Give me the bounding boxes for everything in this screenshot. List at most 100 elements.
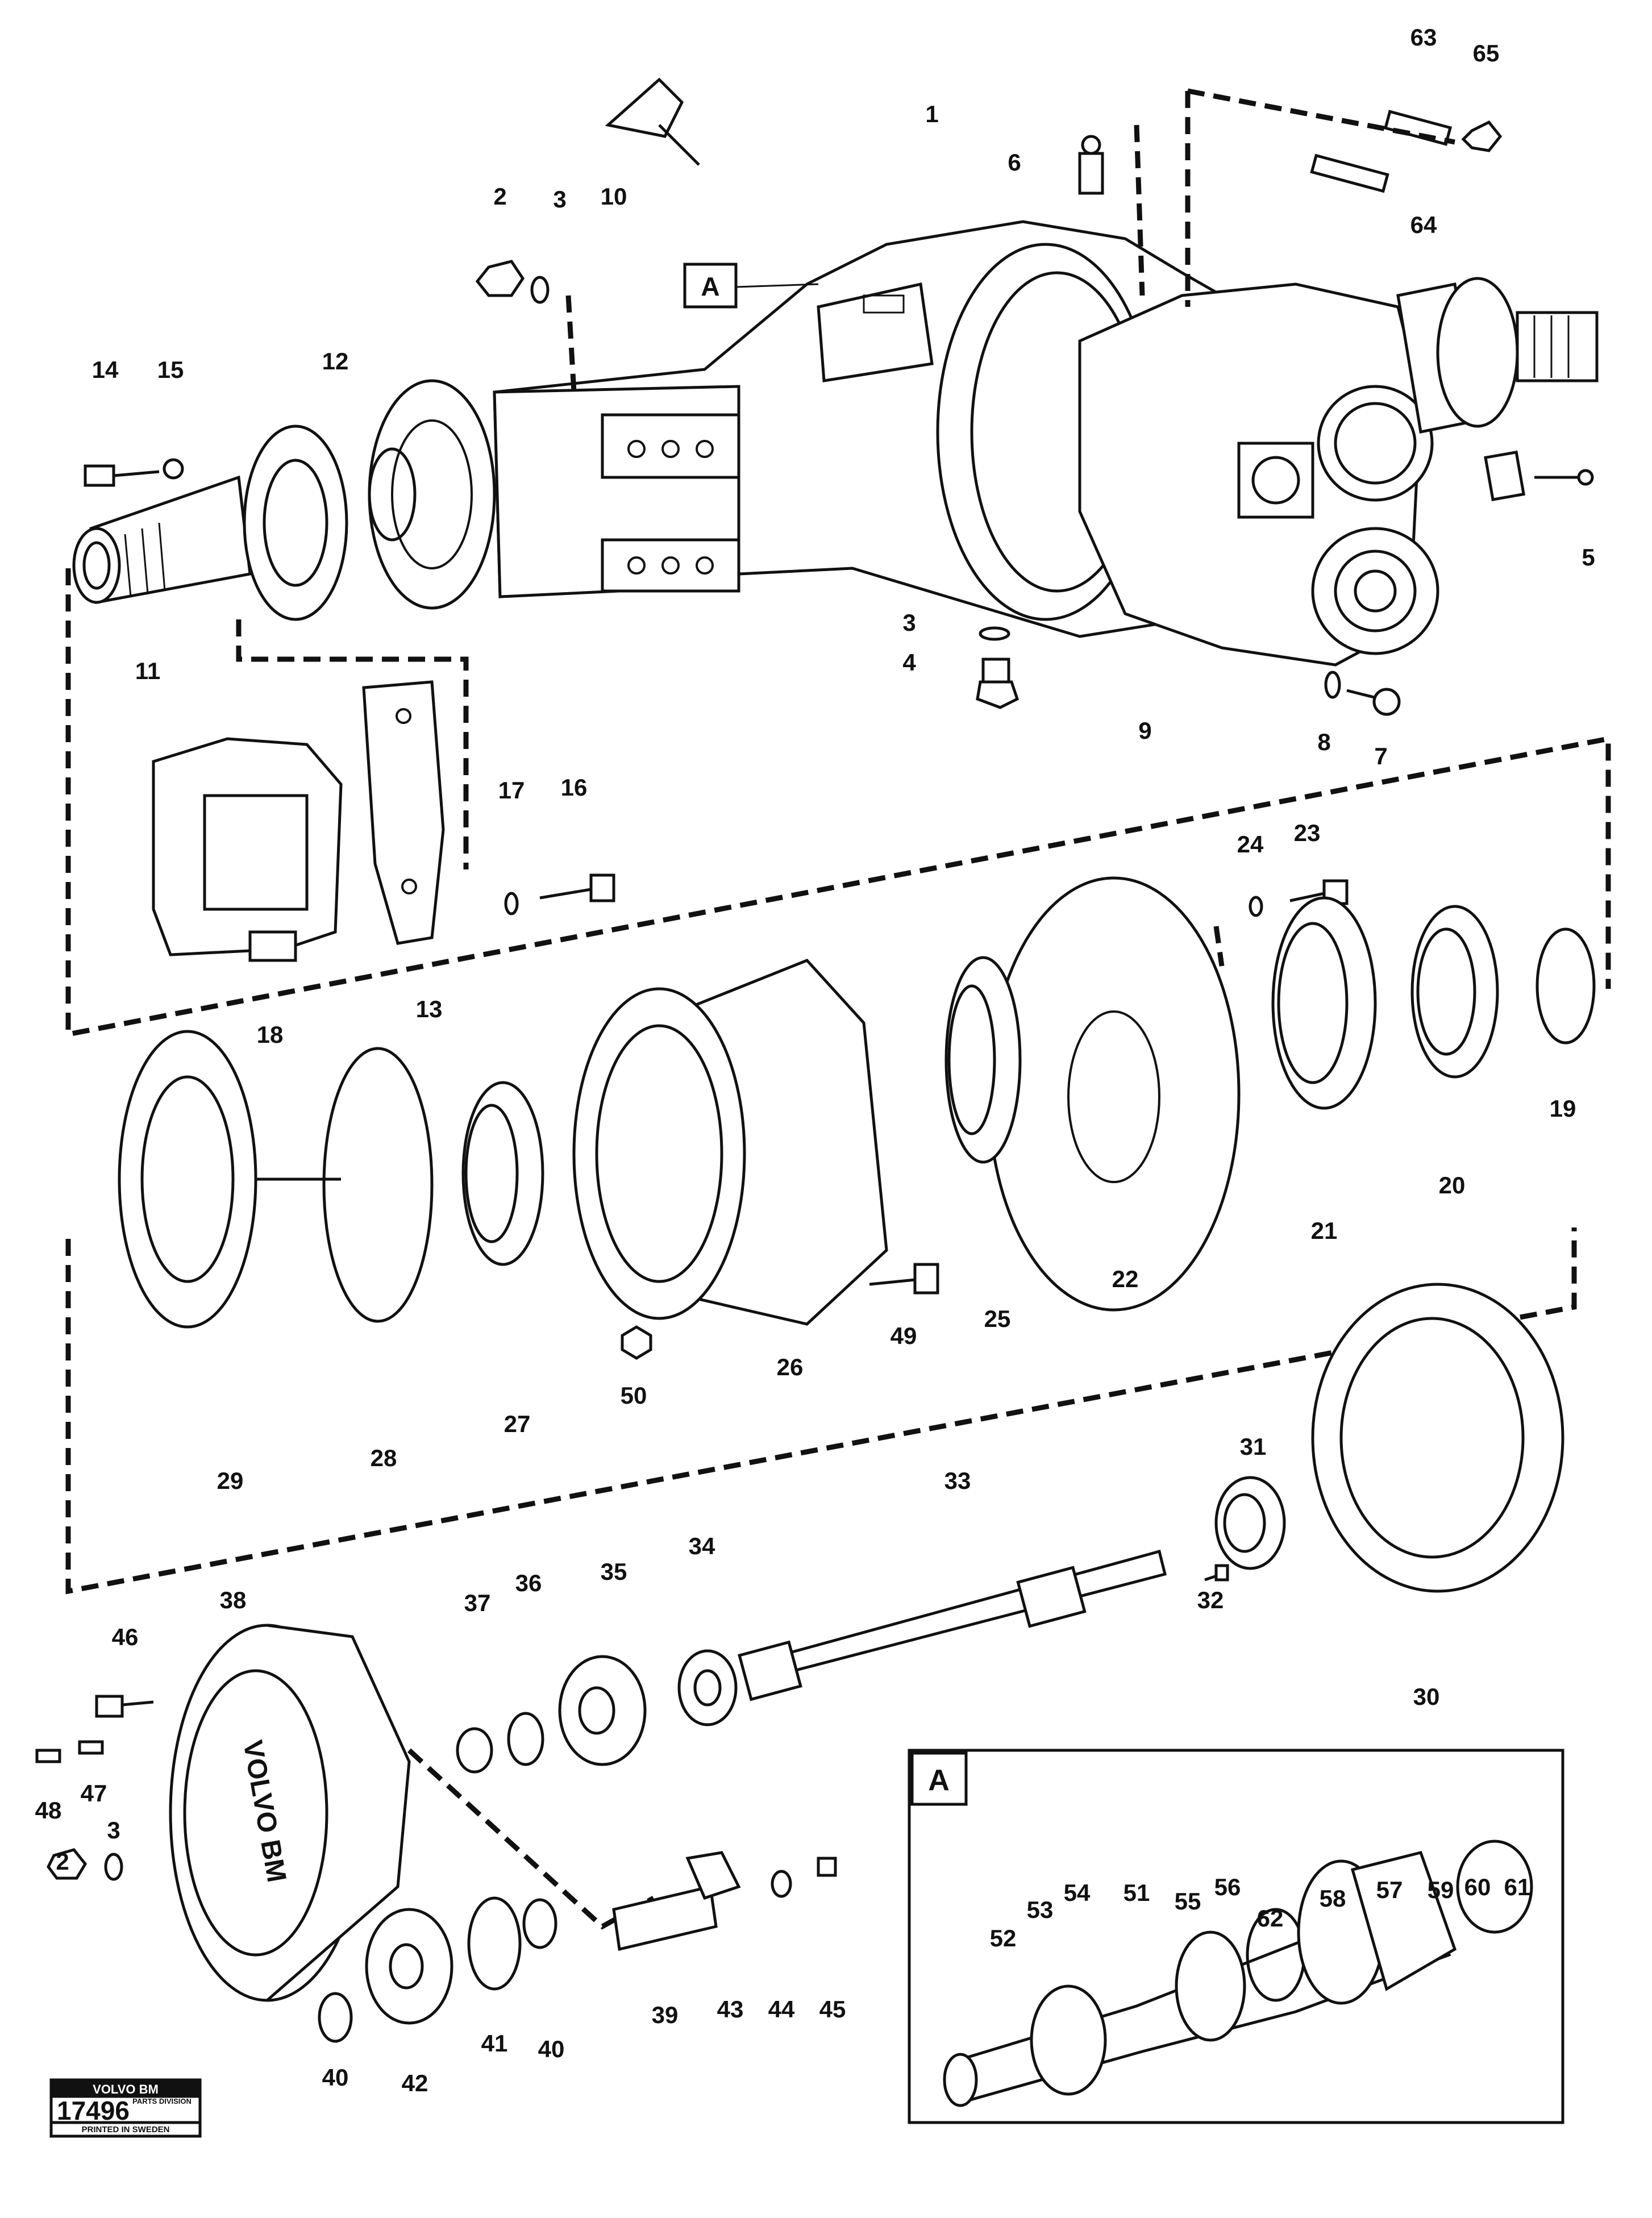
part-number-label: 40 (322, 2064, 349, 2091)
part-number-label: 28 (371, 1445, 397, 1471)
differential-carrier (1078, 282, 1439, 667)
part-number-label: 23 (1294, 819, 1321, 846)
part-number-label: 5 (1582, 544, 1595, 571)
callout-box-a: A (683, 263, 819, 309)
detail-box-a: A (908, 1749, 1564, 2124)
part-number-label: 56 (1214, 1874, 1241, 1900)
part-number-label: 38 (220, 1587, 247, 1613)
part-number-label: 17 (498, 777, 525, 804)
ring-19 (1536, 927, 1596, 1045)
planet-carrier-29 (118, 1030, 341, 1329)
part-number-label: 25 (984, 1305, 1011, 1332)
part-number-label: 19 (1550, 1095, 1576, 1122)
part-number-label: 11 (135, 658, 160, 684)
washer-44 (771, 1870, 792, 1898)
part-number-label: 1 (925, 101, 938, 127)
part-number-label: 63 (1410, 24, 1437, 51)
seal-20 (1410, 905, 1499, 1079)
stamp-footer: PRINTED IN SWEDEN (81, 2125, 169, 2134)
part-number-label: 18 (257, 1021, 284, 1048)
needle-bearing-41 (467, 1896, 522, 1991)
bolt-49 (869, 1263, 939, 1295)
part-number-label: 21 (1311, 1217, 1338, 1244)
part-number-label: 32 (1197, 1587, 1224, 1613)
part-number-label: 60 (1464, 1874, 1491, 1900)
wheel-hub (572, 959, 888, 1326)
right-axle-end (1396, 277, 1599, 434)
part-number-label: 54 (1064, 1879, 1091, 1906)
part-number-label: 36 (515, 1570, 542, 1596)
stamp-division: PARTS DIVISION (132, 2097, 192, 2105)
part-number-label: 37 (464, 1589, 491, 1616)
part-number-label: 13 (416, 996, 443, 1022)
part-number-label: 57 (1376, 1876, 1403, 1903)
brake-disc (987, 876, 1241, 1312)
part-number-label: 2 (56, 1848, 69, 1875)
drive-shaft-33 (738, 1549, 1167, 1701)
left-flange (368, 379, 496, 610)
detail-box-marker: A (928, 1764, 950, 1797)
part-number-label: 58 (1320, 1885, 1346, 1912)
parts-stamp: VOLVO BM PARTS DIVISION 17496 PRINTED IN… (49, 2078, 202, 2138)
studs-63-64 (1310, 110, 1503, 193)
part-number-label: 40 (538, 2036, 565, 2062)
planet-housing-38: VOLVO BM (169, 1624, 411, 2002)
part-number-label: 10 (601, 183, 627, 210)
part-number-label: 52 (990, 1925, 1017, 1951)
plug-2-top (475, 260, 550, 304)
part-number-label: 8 (1317, 729, 1330, 755)
part-number-label: 46 (112, 1624, 139, 1650)
part-number-label: 51 (1123, 1879, 1150, 1906)
stamp-brand: VOLVO BM (93, 2082, 159, 2096)
part-number-label: 61 (1504, 1874, 1531, 1900)
hub-31 (1214, 1476, 1286, 1570)
plug-2-bottom (47, 1848, 123, 1881)
part-number-label: 12 (322, 348, 349, 374)
part-number-label: 6 (1008, 149, 1021, 176)
part-number-label: 15 (157, 356, 184, 383)
part-number-label: 55 (1175, 1888, 1201, 1915)
part-number-label: 39 (652, 2001, 679, 2028)
stamp-number: 17496 (57, 2096, 130, 2125)
assembly-lines (65, 88, 1611, 1930)
part-number-label: 3 (107, 1817, 120, 1844)
washer-40-right (522, 1898, 557, 1949)
bolt-16 (504, 873, 615, 916)
part-number-label: 20 (1439, 1172, 1466, 1199)
pin-39 (612, 1884, 718, 1951)
left-output-shaft (72, 425, 348, 621)
part-number-label: 44 (768, 1996, 795, 2023)
part-number-label: 30 (1413, 1683, 1440, 1710)
part-number-label: 35 (601, 1558, 627, 1585)
part-number-label: 31 (1240, 1433, 1267, 1460)
part-number-label: 9 (1138, 717, 1151, 744)
bolt-46 (95, 1695, 154, 1718)
part-number-label: 47 (81, 1780, 107, 1807)
part-number-label: 24 (1237, 831, 1264, 858)
planet-gear-42 (365, 1908, 453, 2025)
bolt-7 (1324, 671, 1401, 716)
part-number-label: 27 (504, 1410, 531, 1437)
part-number-label: 3 (902, 609, 916, 636)
part-number-label: 34 (689, 1533, 715, 1559)
breather-10 (605, 77, 700, 166)
circlip-36 (507, 1712, 544, 1766)
screw-45 (817, 1857, 837, 1877)
part-number-label: 26 (777, 1354, 804, 1380)
ring-gear-30 (1311, 1283, 1564, 1593)
part-number-label: 42 (402, 2070, 428, 2096)
part-number-label: 41 (481, 2030, 508, 2057)
bearing-25 (944, 956, 1022, 1164)
part-number-label: 4 (902, 649, 916, 676)
part-number-label: 3 (553, 186, 566, 213)
sensor-6 (1078, 135, 1104, 195)
brake-caliper (152, 680, 445, 962)
thrust-pad-37 (456, 1727, 493, 1774)
part-number-label: 65 (1473, 40, 1500, 66)
part-number-label: 16 (561, 774, 588, 801)
part-number-label: 49 (891, 1322, 917, 1349)
part-number-label: 7 (1374, 743, 1387, 769)
part-number-label: 62 (1257, 1905, 1284, 1932)
screw-32 (1204, 1564, 1229, 1582)
